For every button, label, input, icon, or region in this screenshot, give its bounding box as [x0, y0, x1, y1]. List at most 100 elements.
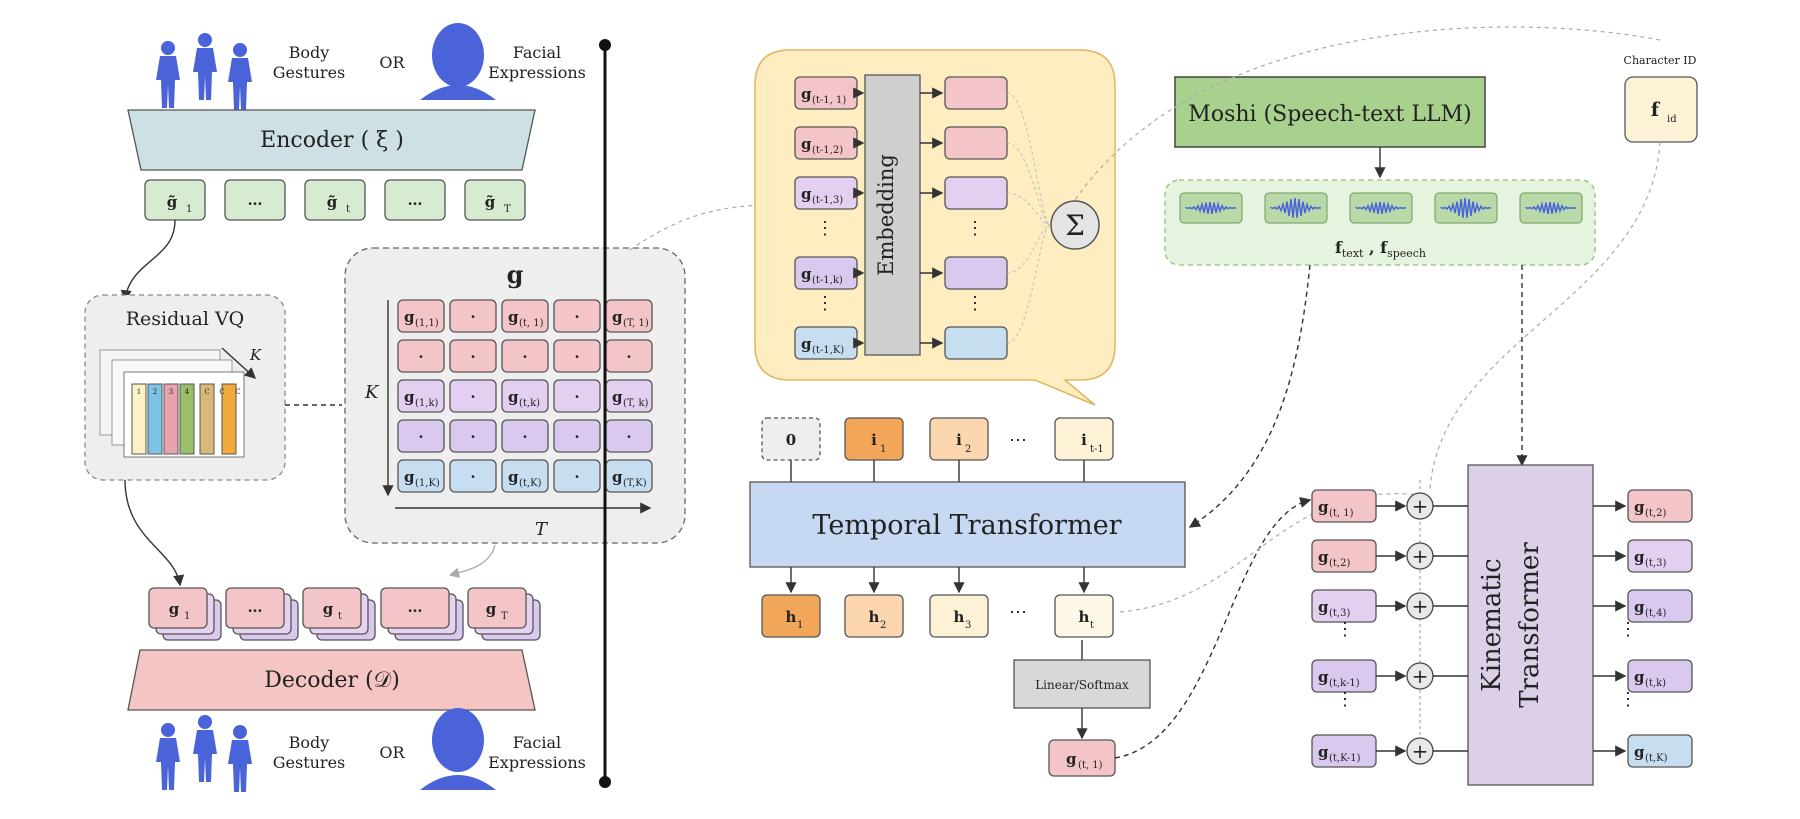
- svg-text:g: g: [1318, 668, 1329, 686]
- svg-text:·: ·: [626, 428, 631, 446]
- temporal-input-token: it-1: [1054, 417, 1114, 461]
- svg-text:g: g: [1634, 598, 1645, 616]
- embedding-label: Embedding: [874, 154, 898, 276]
- sum-node: [1050, 200, 1100, 250]
- svg-text:h: h: [786, 608, 797, 626]
- grid-cell: g(1,1): [397, 299, 445, 333]
- svg-text:(t,K): (t,K): [1645, 753, 1668, 764]
- svg-text:g: g: [1318, 743, 1329, 761]
- embedding-input-token: g(t-1,3): [794, 176, 858, 210]
- svg-text:4: 4: [185, 388, 190, 396]
- svg-text:(T, 1): (T, 1): [623, 318, 649, 329]
- grid-cell: ·: [449, 459, 497, 493]
- grid-k-label: K: [364, 382, 380, 403]
- svg-text:·: ·: [418, 348, 423, 366]
- face-figure: [420, 23, 496, 100]
- svg-text:t: t: [338, 611, 342, 622]
- svg-text:·: ·: [626, 348, 631, 366]
- svg-text:g: g: [486, 600, 497, 618]
- embedding-output-token: [944, 256, 1008, 290]
- svg-text:T: T: [501, 611, 508, 622]
- svg-text:g: g: [169, 600, 180, 618]
- svg-text:g: g: [1066, 750, 1077, 768]
- svg-text:(t-1, 1): (t-1, 1): [812, 95, 846, 106]
- svg-text:·: ·: [470, 308, 475, 326]
- waveform-token: [1519, 192, 1583, 224]
- bottom-legend: Body Gestures OR Facial Expressions: [156, 708, 586, 792]
- svg-text:g: g: [801, 335, 812, 353]
- grid-cell: ·: [605, 339, 653, 373]
- grid-cell: g(T, 1): [605, 299, 653, 333]
- grid-cell: ·: [501, 419, 549, 453]
- svg-text:i: i: [1081, 431, 1087, 449]
- svg-text:g: g: [1634, 743, 1645, 761]
- embedding-output-token: [944, 176, 1008, 210]
- kinematic-input-token: g(t,3): [1311, 589, 1377, 623]
- svg-text:i: i: [871, 431, 877, 449]
- latent-token-row: g̃1 … g̃t … g̃T: [144, 179, 526, 221]
- svg-text:g: g: [1318, 498, 1329, 516]
- embedding-input-token: g(t-1,K): [794, 326, 858, 360]
- svg-text:h: h: [869, 608, 880, 626]
- svg-text:·: ·: [574, 308, 579, 326]
- kinematic-rows: g(t, 1)+g(t,2)g(t,2)+g(t,3)g(t,3)+g(t,4)…: [1311, 489, 1693, 768]
- svg-text:g: g: [612, 388, 623, 406]
- svg-text:·: ·: [574, 348, 579, 366]
- svg-text:2: 2: [153, 388, 157, 396]
- waveform-token: [1349, 192, 1413, 224]
- grid-cell: g(1,k): [397, 379, 445, 413]
- svg-text:(t,3): (t,3): [1329, 608, 1350, 619]
- svg-text:g: g: [404, 388, 415, 406]
- plus-symbol: +: [1412, 544, 1429, 568]
- grid-cell: g(t,K): [501, 459, 549, 493]
- svg-text:h: h: [1079, 608, 1090, 626]
- legend-facial-label-2: Expressions: [488, 63, 586, 82]
- svg-text:1: 1: [184, 611, 190, 622]
- moshi-to-sum-curve: [1074, 26, 1661, 201]
- svg-text:g: g: [508, 308, 519, 326]
- character-id-caption: Character ID: [1624, 54, 1697, 67]
- embedding-block: [864, 74, 921, 356]
- svg-text:C: C: [219, 388, 224, 396]
- charid-to-kinematic-curve: [1429, 141, 1661, 491]
- grid-to-decoded-arrow: [448, 544, 496, 578]
- waveform-token: [1179, 192, 1243, 224]
- svg-text:g: g: [1318, 548, 1329, 566]
- grid-cell: g(T, k): [605, 379, 653, 413]
- svg-text:g: g: [404, 308, 415, 326]
- svg-text:(1,1): (1,1): [415, 318, 439, 329]
- plus-symbol: +: [1412, 594, 1429, 618]
- kinematic-input-token: g(t,2): [1311, 539, 1377, 573]
- kinematic-output-token: g(t,k): [1627, 659, 1693, 693]
- moshi-label: Moshi (Speech-text LLM): [1188, 102, 1471, 127]
- grid-cells: g(1,1)·g(t, 1)·g(T, 1)·····g(1,k)·g(t,k)…: [397, 299, 653, 493]
- svg-text:t: t: [346, 204, 350, 215]
- ellipsis: ⋮: [966, 293, 984, 314]
- legend-facial-label-1: Facial: [513, 733, 561, 752]
- svg-text:g: g: [612, 468, 623, 486]
- svg-text:(t,2): (t,2): [1329, 558, 1350, 569]
- svg-text:t-1: t-1: [1090, 444, 1104, 455]
- kinematic-output-token: g(t,2): [1627, 489, 1693, 523]
- svg-text:(T,K): (T,K): [623, 478, 647, 489]
- svg-text:(t,4): (t,4): [1645, 608, 1666, 619]
- svg-text:2: 2: [880, 620, 886, 631]
- kinematic-label-2: Transformer: [1515, 542, 1545, 708]
- waveform-token: [1264, 192, 1328, 224]
- svg-text:…: …: [248, 598, 263, 616]
- svg-text:(t, 1): (t, 1): [1078, 760, 1103, 771]
- grid-cell: ·: [553, 379, 601, 413]
- codebook-stack: 1 2 3 4 C C C: [99, 349, 245, 458]
- grid-cell: ·: [449, 419, 497, 453]
- svg-text:(t,k): (t,k): [1645, 678, 1666, 689]
- embedding-input-token: g(t-1,k): [794, 256, 858, 290]
- features-label: ftext , fspeech: [1335, 238, 1426, 260]
- svg-text:(t,2): (t,2): [1645, 508, 1666, 519]
- moshi-features-block: ftext , fspeech: [1164, 179, 1596, 266]
- svg-text:C: C: [235, 388, 240, 396]
- ellipsis: ⋮: [1336, 619, 1354, 640]
